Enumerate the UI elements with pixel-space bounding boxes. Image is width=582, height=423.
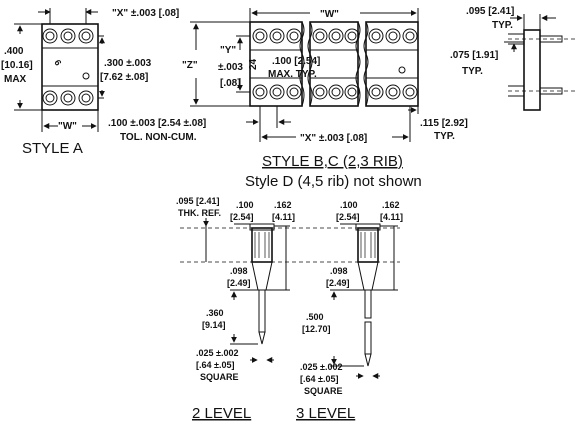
style-bc-z-tol-in: ±.003 xyxy=(218,62,243,73)
three-pin-in: .500 xyxy=(306,312,324,322)
two-pin-mm: [9.14] xyxy=(202,320,226,330)
two-pitch-in: .100 xyxy=(236,200,254,210)
three-098-mm: [2.49] xyxy=(326,278,350,288)
two-pin-in: .360 xyxy=(206,308,224,318)
style-bc-w-dim: "W" xyxy=(320,9,339,20)
style-bc-z-tol-mm: [.08] xyxy=(220,78,241,89)
two-square-in: .025 ±.002 xyxy=(196,348,238,358)
side-view: .095 [2.41] TYP. .075 [1.91] TYP. xyxy=(450,6,578,111)
svg-text:6: 6 xyxy=(52,58,63,67)
side-095-note: TYP. xyxy=(492,20,513,31)
style-a-height-mm: [10.16] xyxy=(1,60,33,71)
style-a-row-spacing-mm: [7.62 ±.08] xyxy=(100,72,148,83)
two-height-in: .162 xyxy=(274,200,292,210)
two-square-mm: [.64 ±.05] xyxy=(196,360,234,370)
two-level-pin xyxy=(249,223,275,345)
three-pin-mm: [12.70] xyxy=(302,324,331,334)
style-bc-pitch-tol-note: TOL. NON-CUM. xyxy=(120,132,197,143)
two-square-note: SQUARE xyxy=(200,372,239,382)
two-level-caption: 2 LEVEL xyxy=(192,405,251,422)
thk-ref-note: THK. REF. xyxy=(178,208,221,218)
style-bc-subcaption: Style D (4,5 rib) not shown xyxy=(245,173,422,190)
style-bc-view: "W" 24 xyxy=(108,8,468,190)
thk-ref-dim: .095 [2.41] xyxy=(176,196,220,206)
style-a-w-dim: "W" xyxy=(58,121,77,132)
style-bc-pitch-note: MAX. TYP. xyxy=(268,69,317,80)
style-bc-y-dim: "Y" xyxy=(220,45,236,56)
three-pitch-in: .100 xyxy=(340,200,358,210)
style-bc-pitch: .100 [2.54] xyxy=(272,56,320,67)
style-a-x-dim: "X" ±.003 [.08] xyxy=(112,8,179,19)
three-square-in: .025 ±.002 xyxy=(300,362,342,372)
style-a-caption: STYLE A xyxy=(22,140,83,157)
three-square-mm: [.64 ±.05] xyxy=(300,374,338,384)
level-views: .095 [2.41] THK. REF. .100 [2.54] .162 [… xyxy=(176,196,403,422)
side-body xyxy=(523,29,541,111)
style-a-view: "X" ±.003 [.08] 6 .400 [10.16] MAX .300 … xyxy=(1,8,179,157)
three-square-note: SQUARE xyxy=(304,386,343,396)
three-height-mm: [4.11] xyxy=(380,212,403,222)
style-bc-115-dim: .115 [2.92] xyxy=(420,118,468,129)
style-bc-x-dim: "X" ±.003 [.08] xyxy=(300,133,367,144)
style-bc-pitch-tol: .100 ±.003 [2.54 ±.08] xyxy=(108,118,206,129)
three-height-in: .162 xyxy=(382,200,400,210)
three-level-pin xyxy=(355,223,381,367)
side-075-dim: .075 [1.91] xyxy=(450,50,498,61)
three-level-caption: 3 LEVEL xyxy=(296,405,355,422)
style-bc-module-right xyxy=(365,21,419,107)
style-a-row-spacing-in: .300 ±.003 xyxy=(104,58,152,69)
two-height-mm: [4.11] xyxy=(272,212,295,222)
side-095-dim: .095 [2.41] xyxy=(466,6,514,17)
two-098-mm: [2.49] xyxy=(227,278,251,288)
style-a-height-in: .400 xyxy=(4,46,24,57)
three-pitch-mm: [2.54] xyxy=(336,212,360,222)
style-bc-caption: STYLE B,C (2,3 RIB) xyxy=(262,153,403,170)
style-a-height-note: MAX xyxy=(4,74,27,85)
style-bc-115-note: TYP. xyxy=(434,131,455,142)
three-098-in: .098 xyxy=(330,266,348,276)
style-bc-pin-label: 24 xyxy=(248,58,259,70)
side-075-note: TYP. xyxy=(462,66,483,77)
two-pitch-mm: [2.54] xyxy=(230,212,254,222)
two-098-in: .098 xyxy=(230,266,248,276)
style-bc-z-dim: "Z" xyxy=(182,60,198,71)
